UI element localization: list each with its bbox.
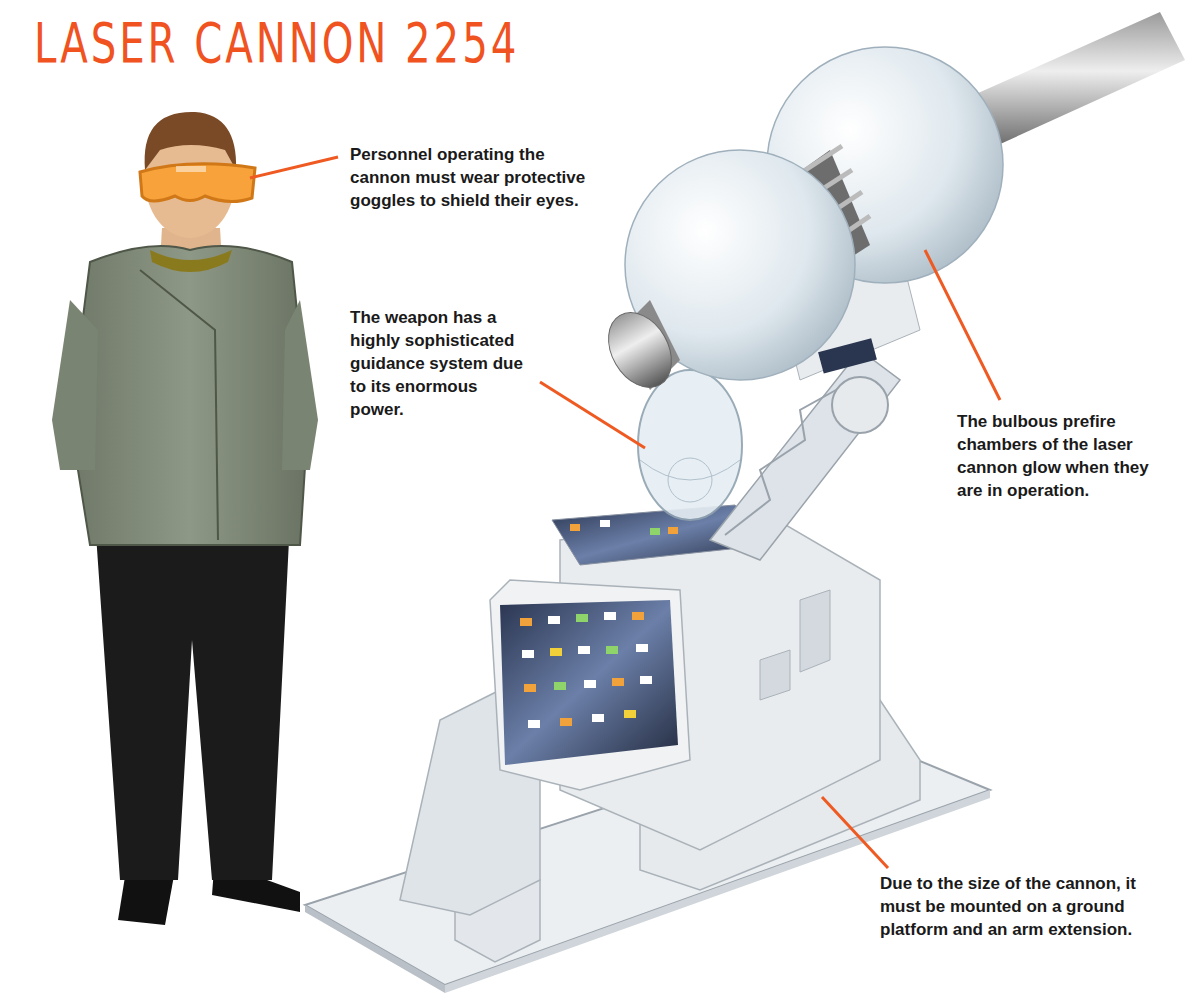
leader-lines: [250, 157, 1000, 868]
officer-figure: [52, 112, 318, 925]
laser-cannon: [305, 12, 1185, 993]
callout-note: The weapon has a highly sophisticated gu…: [350, 306, 535, 421]
callout-note: Personnel operating the cannon must wear…: [350, 143, 595, 212]
callout-note: The bulbous prefire chambers of the lase…: [957, 410, 1157, 502]
callout-note: Due to the size of the cannon, it must b…: [880, 872, 1140, 941]
page-title: LASER CANNON 2254: [34, 12, 519, 74]
